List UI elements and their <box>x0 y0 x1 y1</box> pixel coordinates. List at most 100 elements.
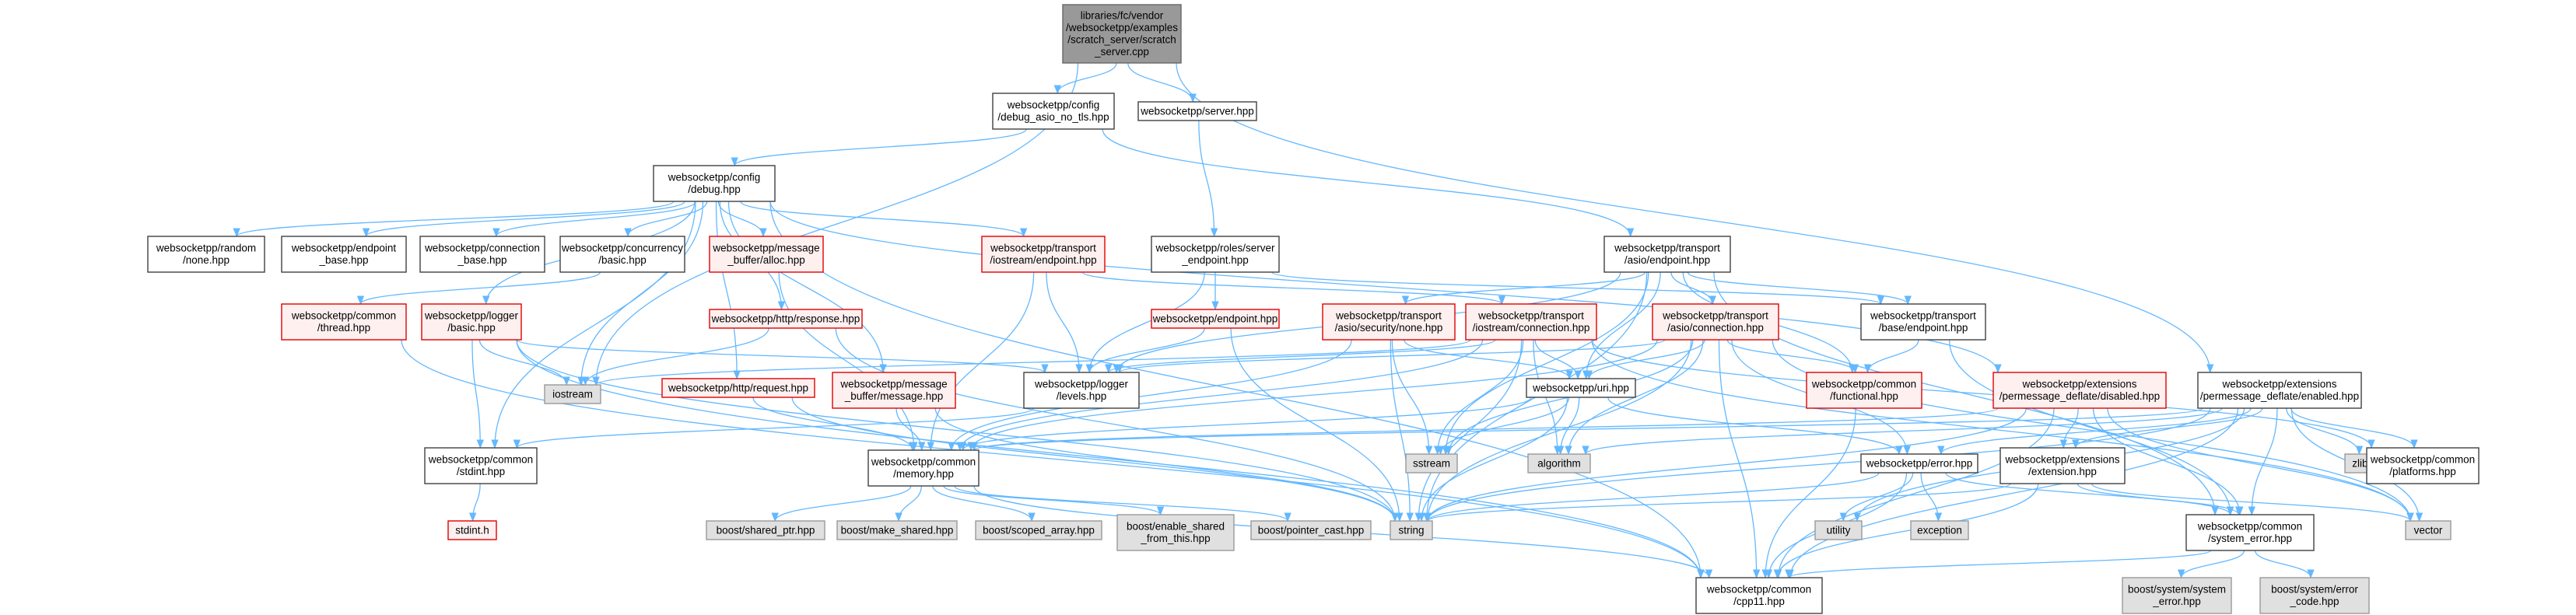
edge-ext_ext-to-cpp11 <box>1773 483 2039 579</box>
edge-ext_disabled-to-string <box>1424 407 2027 522</box>
node-stdint_c[interactable]: websocketpp/common/stdint.hpp <box>424 447 538 484</box>
node-label-line: websocketpp/transport <box>1335 310 1442 322</box>
node-stdint_h[interactable]: stdint.h <box>447 520 497 540</box>
file-nodes: libraries/fc/vendor/websocketpp/examples… <box>147 4 2480 614</box>
node-memory[interactable]: websocketpp/common/memory.hpp <box>867 449 980 487</box>
node-label-line: string <box>1398 524 1424 536</box>
node-label-line: vector <box>2414 524 2443 536</box>
edge-http_resp-to-iostream <box>581 327 769 386</box>
node-ios_ep[interactable]: websocketpp/transport/iostream/endpoint.… <box>981 236 1106 273</box>
node-sec_none[interactable]: websocketpp/transport/asio/security/none… <box>1322 303 1456 341</box>
edge-uri-to-string <box>1418 397 1568 522</box>
node-conn_base[interactable]: websocketpp/connection_base.hpp <box>419 236 545 273</box>
node-uri[interactable]: websocketpp/uri.hpp <box>1526 378 1636 398</box>
node-ios_conn[interactable]: websocketpp/transport/iostream/connectio… <box>1465 303 1597 341</box>
edge-cfg_noTls-to-cfg_debug <box>731 128 1027 167</box>
node-label-line: /asio/endpoint.hpp <box>1624 254 1710 266</box>
edge-ios_ep-to-memory <box>927 271 1035 452</box>
node-scoped_array: boost/scoped_array.hpp <box>975 520 1102 540</box>
node-thread[interactable]: websocketpp/common/thread.hpp <box>281 303 407 341</box>
node-label-line: /cpp11.hpp <box>1733 596 1785 607</box>
node-http_resp[interactable]: websocketpp/http/response.hpp <box>709 309 863 329</box>
node-label-line: websocketpp/transport <box>1662 310 1768 322</box>
edge-cfg_debug-to-ep_base <box>363 201 685 238</box>
node-random[interactable]: websocketpp/random/none.hpp <box>147 236 265 273</box>
node-sys_error[interactable]: websocketpp/common/system_error.hpp <box>2185 514 2315 551</box>
node-ep_base[interactable]: websocketpp/endpoint_base.hpp <box>281 236 407 273</box>
node-label-line: websocketpp/extensions <box>2004 454 2119 466</box>
node-ext_ext[interactable]: websocketpp/extensions/extension.hpp <box>1999 447 2126 484</box>
edge-memory-to-pointer_cast <box>954 485 1292 522</box>
node-label-line: /debug.hpp <box>688 183 741 195</box>
node-label-line: /stdint.hpp <box>457 466 505 477</box>
node-cfg_debug[interactable]: websocketpp/config/debug.hpp <box>653 165 776 202</box>
node-cfg_noTls[interactable]: websocketpp/config/debug_asio_no_tls.hpp <box>992 93 1115 130</box>
node-label-line: websocketpp/extensions <box>2221 379 2336 390</box>
edge-cfg_debug-to-random <box>233 201 675 238</box>
node-conc[interactable]: websocketpp/concurrency/basic.hpp <box>559 236 685 273</box>
node-error[interactable]: websocketpp/error.hpp <box>1860 453 1978 473</box>
node-label-line: websocketpp/transport <box>1614 243 1720 254</box>
node-http_req[interactable]: websocketpp/http/request.hpp <box>661 378 815 398</box>
node-label-line: _error.hpp <box>2152 596 2201 607</box>
node-label-line: websocketpp/config <box>668 172 761 183</box>
node-roles[interactable]: websocketpp/roles/server_endpoint.hpp <box>1151 236 1280 273</box>
edge-http_resp-to-string <box>835 327 1399 522</box>
node-label-line: boost/system/system <box>2128 584 2226 596</box>
node-server[interactable]: websocketpp/server.hpp <box>1137 101 1257 121</box>
node-asio_conn[interactable]: websocketpp/transport/asio/connection.hp… <box>1652 303 1779 341</box>
edge-ios_ep-to-levels <box>1046 271 1083 374</box>
edge-cfg_debug-to-conn_base <box>492 201 696 238</box>
edge-ios_conn-to-sstream <box>1434 339 1524 456</box>
edge-base_ep-to-functional <box>1863 339 1919 374</box>
node-base_ep[interactable]: websocketpp/transport/base/endpoint.hpp <box>1860 303 1986 341</box>
edge-conc-to-thread <box>356 271 601 306</box>
edge-asio_ep-to-base_ep <box>1687 271 1912 306</box>
node-label-line: _from_this.hpp <box>1140 533 1210 544</box>
edge-ext_enabled-to-cpp11 <box>1786 407 2239 579</box>
node-label-line: /basic.hpp <box>598 254 647 266</box>
node-label-line: websocketpp/roles/server <box>1155 243 1275 254</box>
edge-sec_none-to-string <box>1390 339 1414 522</box>
edge-ext_ext-to-vector <box>2091 483 2414 522</box>
node-root: libraries/fc/vendor/websocketpp/examples… <box>1062 4 1182 64</box>
edge-ios_conn-to-iostream <box>592 339 1471 386</box>
edge-root-to-cfg_noTls <box>1053 62 1117 95</box>
node-label-line: sstream <box>1413 457 1450 469</box>
node-label-line: websocketpp/common <box>2197 521 2302 533</box>
edge-cfg_debug-to-ios_ep <box>740 201 1028 238</box>
edge-cfg_debug-to-ext_disabled <box>769 201 2002 374</box>
node-label-line: websocketpp/common <box>1706 584 1811 596</box>
node-label-line: /asio/security/none.hpp <box>1335 322 1443 334</box>
node-label-line: boost/scoped_array.hpp <box>983 524 1095 536</box>
edge-asio_conn-to-string <box>1424 339 1692 522</box>
node-logger_basic[interactable]: websocketpp/logger/basic.hpp <box>421 303 522 341</box>
node-platforms[interactable]: websocketpp/common/platforms.hpp <box>2366 447 2480 484</box>
node-ext_disabled[interactable]: websocketpp/extensions/permessage_deflat… <box>1992 372 2167 409</box>
node-string: string <box>1390 520 1433 540</box>
edge-http_req-to-memory <box>752 397 916 452</box>
node-label-line: /none.hpp <box>183 254 230 266</box>
edge-sec_none-to-uri <box>1404 339 1573 380</box>
node-utility: utility <box>1814 520 1863 540</box>
edge-asio_ep-to-sstream <box>1442 271 1649 456</box>
edge-roles-to-base_ep <box>1271 271 1884 306</box>
node-label-line: /extension.hpp <box>2028 466 2097 477</box>
node-levels[interactable]: websocketpp/logger/levels.hpp <box>1023 372 1140 409</box>
node-asio_ep[interactable]: websocketpp/transport/asio/endpoint.hpp <box>1603 236 1731 273</box>
node-label-line: /levels.hpp <box>1057 390 1107 402</box>
edge-memory-to-scoped_array <box>932 485 1036 522</box>
node-cpp11[interactable]: websocketpp/common/cpp11.hpp <box>1695 577 1823 614</box>
node-ext_enabled[interactable]: websocketpp/extensions/permessage_deflat… <box>2197 372 2362 409</box>
edge-uri-to-sstream <box>1436 397 1570 456</box>
node-functional[interactable]: websocketpp/common/functional.hpp <box>1806 372 1922 409</box>
edge-ext_ext-to-sys_error <box>2077 483 2243 516</box>
node-label-line: websocketpp/uri.hpp <box>1532 382 1629 393</box>
node-endpoint[interactable]: websocketpp/endpoint.hpp <box>1151 309 1280 329</box>
edge-sec_none-to-sstream <box>1391 339 1433 456</box>
node-msg_message[interactable]: websocketpp/message_buffer/message.hpp <box>832 372 956 409</box>
node-label-line: boost/shared_ptr.hpp <box>717 524 815 536</box>
node-msg_alloc[interactable]: websocketpp/message_buffer/alloc.hpp <box>709 236 824 273</box>
node-label-line: boost/system/error <box>2271 584 2358 596</box>
edge-ios_conn-to-uri <box>1534 339 1582 380</box>
